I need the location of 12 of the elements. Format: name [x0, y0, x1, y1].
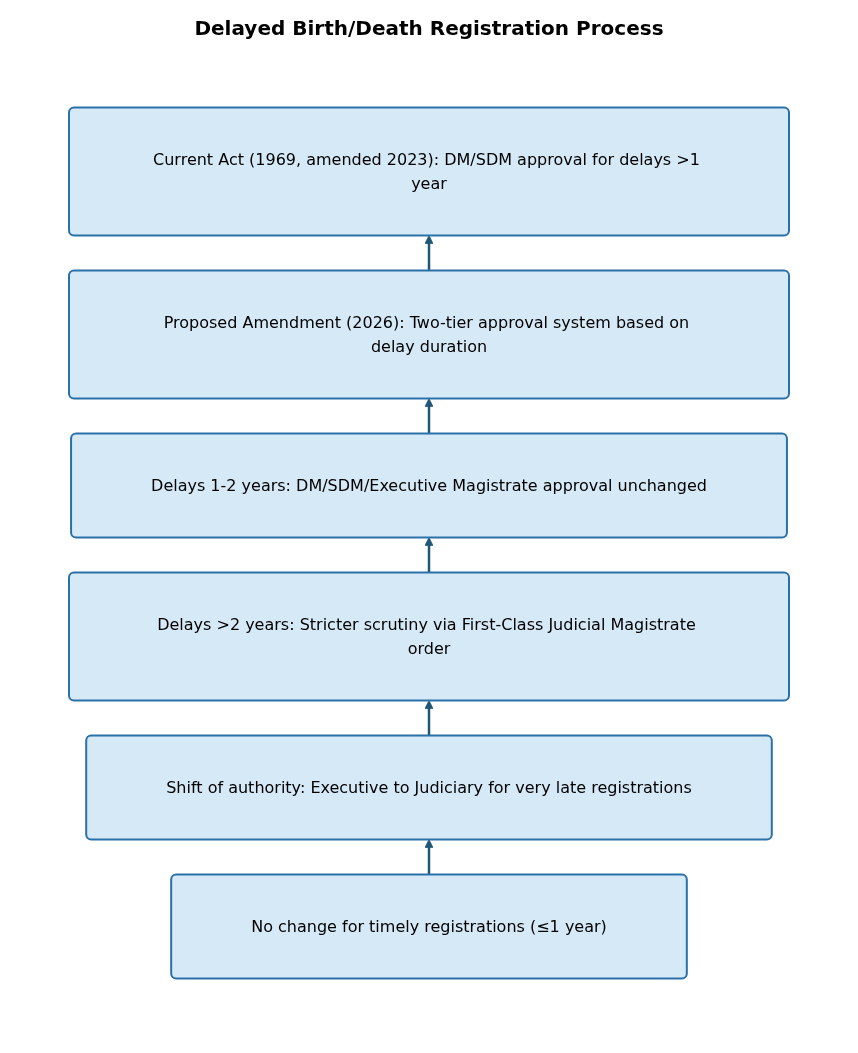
process-box: Delays 1-2 years: DM/SDM/Executive Magistrate approval unchanged: [70, 432, 788, 539]
process-box: Current Act (1969, amended 2023): DM/SDM approval for delays >1 year: [68, 106, 790, 237]
arrow: [424, 839, 434, 875]
arrow: [424, 537, 434, 573]
process-box: No change for timely registrations (≤1 year): [170, 873, 688, 980]
process-box: Shift of authority: Executive to Judiciary for very late registrations: [85, 734, 773, 841]
arrow: [424, 700, 434, 736]
diagram-title: Delayed Birth/Death Registration Process: [193, 16, 665, 40]
arrow: [424, 398, 434, 434]
process-box: Delays >2 years: Stricter scrutiny via First-Class Judicial Magistrate order: [68, 571, 790, 702]
arrow: [424, 235, 434, 271]
process-box: Proposed Amendment (2026): Two-tier approval system based on delay duration: [68, 269, 790, 400]
